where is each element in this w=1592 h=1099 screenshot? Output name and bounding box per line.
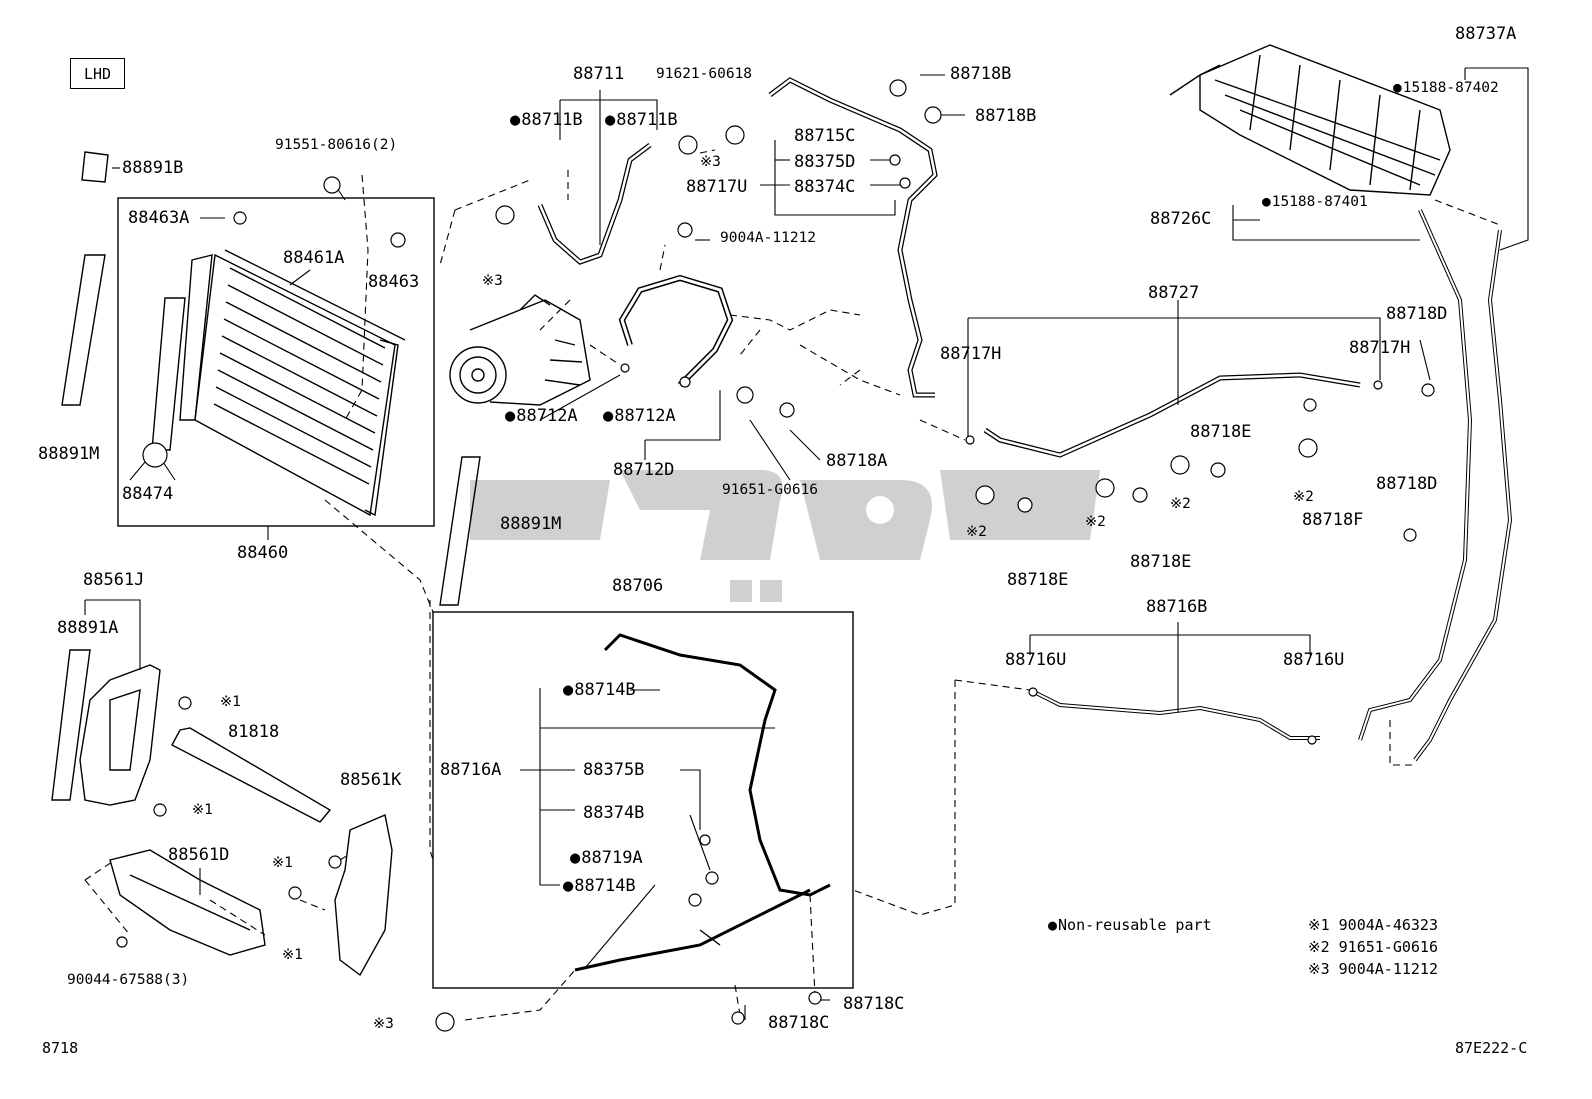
- label-88712A-a: 88712A: [505, 406, 577, 426]
- label-88718D-b: 88718D: [1376, 474, 1438, 494]
- label-88718E-b: 88718E: [1007, 570, 1069, 590]
- mark-1-d: ※1: [282, 947, 303, 963]
- label-88718C-b: 88718C: [768, 1013, 830, 1033]
- legend-note-1: ※1 9004A-46323: [1308, 916, 1438, 934]
- mark-2-b: ※2: [1085, 514, 1106, 530]
- seal-81818: [171, 727, 332, 823]
- label-88374C: 88374C: [794, 177, 856, 197]
- panel-88561K: [334, 814, 393, 977]
- label-88718E-a: 88718E: [1190, 422, 1252, 442]
- hose-88711: [537, 143, 652, 265]
- label-88716A: 88716A: [440, 760, 502, 780]
- seal-88891M-center: [439, 456, 481, 606]
- label-88561D: 88561D: [168, 845, 230, 865]
- label-88712A-b: 88712A: [603, 406, 675, 426]
- mark-3-a: ※3: [700, 154, 721, 170]
- label-88718E-c: 88718E: [1130, 552, 1192, 572]
- label-88717H-b: 88717H: [1349, 338, 1411, 358]
- lhd-badge: LHD: [70, 58, 125, 89]
- label-9004A-11212: 9004A-11212: [720, 230, 817, 246]
- condenser-group-box: [117, 197, 435, 527]
- label-88715C: 88715C: [794, 126, 856, 146]
- mark-3-b: ※3: [482, 273, 503, 289]
- label-88891B: 88891B: [122, 158, 184, 178]
- label-88711B-a: 88711B: [510, 110, 582, 130]
- label-88716U-b: 88716U: [1283, 650, 1345, 670]
- label-88717U: 88717U: [686, 177, 748, 197]
- evaporator-88737A: [1169, 44, 1451, 196]
- label-90044-67588: 90044-67588(3): [67, 972, 190, 988]
- label-88714B-a: 88714B: [563, 680, 635, 700]
- label-81818: 81818: [228, 722, 280, 742]
- label-88718F: 88718F: [1302, 510, 1364, 530]
- label-88717H-a: 88717H: [940, 344, 1002, 364]
- panel-88561J: [79, 664, 161, 806]
- compressor: [449, 294, 591, 406]
- label-88474: 88474: [122, 484, 174, 504]
- tube-88706: [603, 633, 831, 897]
- mark-2-d: ※2: [1293, 489, 1314, 505]
- label-88706: 88706: [612, 576, 664, 596]
- seal-88891B: [81, 151, 109, 183]
- label-88726C: 88726C: [1150, 209, 1212, 229]
- label-88463: 88463: [368, 272, 420, 292]
- mark-1-a: ※1: [220, 694, 241, 710]
- mark-1-b: ※1: [192, 802, 213, 818]
- label-91551-80616: 91551-80616(2): [275, 137, 398, 153]
- label-88561K: 88561K: [340, 770, 402, 790]
- mark-3-c: ※3: [373, 1016, 394, 1032]
- label-88718D-a: 88718D: [1386, 304, 1448, 324]
- label-15188-87402: 15188-87402: [1393, 78, 1499, 98]
- mark-1-c: ※1: [272, 855, 293, 871]
- label-88716B: 88716B: [1146, 597, 1208, 617]
- label-88719A: 88719A: [570, 848, 642, 868]
- label-88711: 88711: [573, 64, 625, 84]
- label-88891A: 88891A: [57, 618, 119, 638]
- label-88461A: 88461A: [283, 248, 345, 268]
- label-88711B-b: 88711B: [605, 110, 677, 130]
- footer-right-code: 87E222-C: [1455, 1039, 1528, 1057]
- label-88718B-a: 88718B: [950, 64, 1012, 84]
- label-91651-G0616: 91651-G0616: [722, 482, 819, 498]
- pipe-group-box: [432, 611, 854, 989]
- label-15188-87401: 15188-87401: [1262, 192, 1368, 212]
- label-88460: 88460: [237, 543, 289, 563]
- label-88718C-a: 88718C: [843, 994, 905, 1014]
- label-88718B-b: 88718B: [975, 106, 1037, 126]
- label-88718A: 88718A: [826, 451, 888, 471]
- label-88374B: 88374B: [583, 803, 645, 823]
- footer-left-code: 8718: [42, 1039, 79, 1057]
- seal-88891A: [51, 649, 91, 801]
- mark-2-c: ※2: [1170, 496, 1191, 512]
- condenser-88461A: [179, 249, 406, 517]
- label-91621-60618: 91621-60618: [656, 66, 753, 82]
- legend-nonreusable: Non-reusable part: [1048, 915, 1212, 936]
- label-88891M-left: 88891M: [38, 444, 100, 464]
- seal-strip-inner: [151, 297, 186, 451]
- label-88463A: 88463A: [128, 208, 190, 228]
- label-88561J: 88561J: [83, 570, 145, 590]
- label-88375D: 88375D: [794, 152, 856, 172]
- label-88375B: 88375B: [583, 760, 645, 780]
- legend-note-3: ※3 9004A-11212: [1308, 960, 1438, 978]
- panel-88561D: [109, 849, 266, 956]
- label-88891M-center: 88891M: [500, 514, 562, 534]
- label-88737A: 88737A: [1455, 24, 1517, 44]
- label-88712D: 88712D: [613, 460, 675, 480]
- label-88714B-b: 88714B: [563, 876, 635, 896]
- label-88716U-a: 88716U: [1005, 650, 1067, 670]
- seal-88891M-left: [61, 254, 106, 406]
- mark-2-a: ※2: [966, 524, 987, 540]
- label-88727: 88727: [1148, 283, 1200, 303]
- legend-note-2: ※2 91651-G0616: [1308, 938, 1438, 956]
